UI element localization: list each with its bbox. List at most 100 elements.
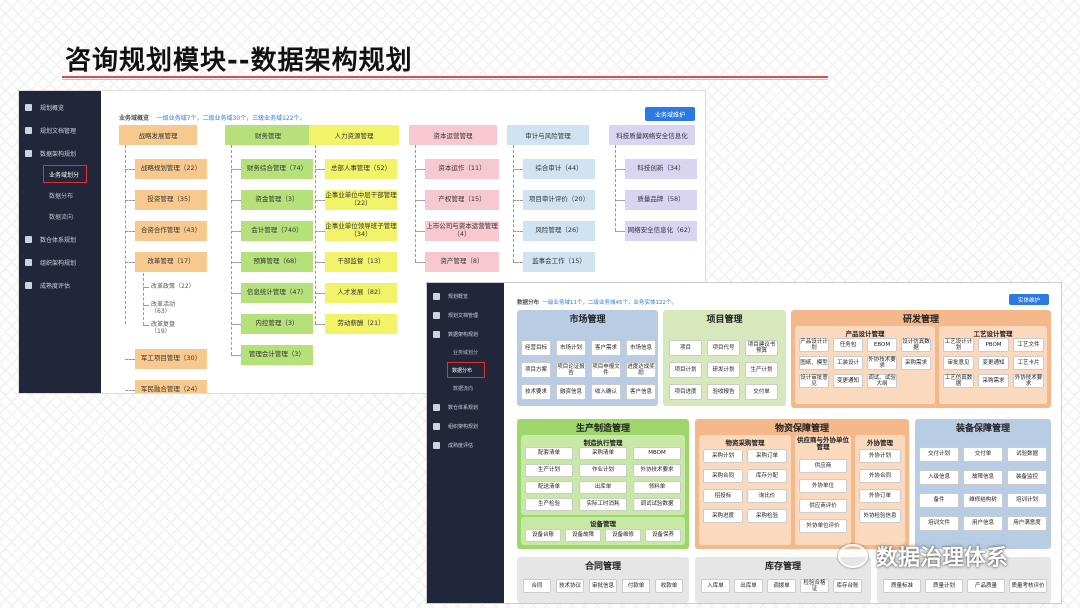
domain-node[interactable]: 质量品牌（58） [625,190,697,210]
domain-node[interactable]: 信息统计管理（47） [241,283,313,303]
domain-node[interactable]: 劳动薪酬（21） [325,314,397,334]
entity-cell[interactable]: 出库单 [579,481,627,494]
entity-cell[interactable]: 检验合格证 [800,579,829,593]
entity-cell[interactable]: 合同 [523,579,551,593]
sidebar-item[interactable]: 成熟度评估 [19,276,101,294]
entity-cell[interactable]: 质量考核评价 [1009,579,1047,593]
sidebar-item[interactable]: 数据架构规划 [427,326,504,342]
entity-cell[interactable]: 项目代号 [707,340,740,356]
entity-cell[interactable]: 设计审批意见 [799,374,829,388]
entity-cell[interactable]: 质量标准 [883,579,921,593]
domain-node[interactable]: 军工项目管理（30） [135,349,207,369]
entity-cell[interactable]: 设备保养 [645,529,681,542]
domain-node[interactable]: 总部人事管理（52） [325,159,397,179]
sidebar-item[interactable]: 业务域划分 [453,349,479,356]
entity-cell[interactable]: 采购清单 [579,447,627,460]
entity-cell[interactable]: 设计仿真数据 [901,338,931,352]
sidebar-item[interactable]: 规划文档管理 [19,121,101,139]
domain-maintain-button[interactable]: 业务域维护 [645,107,695,121]
entity-cell[interactable]: 项目论证报告 [556,362,586,378]
domain-node[interactable]: 军民融合管理（24） [135,380,207,393]
entity-cell[interactable]: 培训计划 [1007,493,1047,508]
entity-cell[interactable]: 产品质量 [967,579,1005,593]
domain-header[interactable]: 审计与风险管理 [507,125,589,145]
entity-cell[interactable]: 招投标 [703,489,743,503]
entity-cell[interactable]: 工装设计 [833,356,863,370]
entity-cell[interactable]: 工艺卡片 [1013,356,1044,370]
entity-cell[interactable]: 采购进度 [703,509,743,523]
domain-node[interactable]: 内控管理（3） [241,314,313,334]
entity-cell[interactable]: 采购订单 [747,449,787,463]
sidebar-item[interactable]: 规划概览 [427,288,504,304]
domain-node[interactable]: 企事业单位领导班子管理（34） [325,221,397,241]
domain-leaf[interactable]: 改革活动 （63） [151,301,176,316]
entity-cell[interactable]: 交付单 [963,447,1003,462]
domain-header[interactable]: 资本运营管理 [409,125,497,145]
domain-node[interactable]: 上市公司与资本运营管理（4） [425,221,499,241]
entity-cell[interactable]: 市场信息 [626,340,656,356]
sidebar-item[interactable]: 数据流向 [453,385,474,392]
entity-cell[interactable]: 质量计划 [925,579,963,593]
domain-node[interactable]: 投资管理（35） [135,190,207,210]
entity-cell[interactable]: 外协合同 [859,469,901,483]
entity-cell[interactable]: 审批信息 [589,579,617,593]
entity-cell[interactable]: 故障信息 [963,470,1003,485]
domain-header[interactable]: 战略发展管理 [119,125,197,145]
domain-node[interactable]: 资产管理（8） [425,252,499,272]
entity-cell[interactable]: 验收报告 [707,384,740,400]
entity-cell[interactable]: 客户信息 [626,384,656,400]
domain-node[interactable]: 资本运作（11） [425,159,499,179]
entity-cell[interactable]: 试验数据 [1007,447,1047,462]
domain-node[interactable]: 财务综合管理（74） [241,159,313,179]
sidebar-item[interactable]: 数据分布 [447,362,485,378]
entity-cell[interactable]: 外协单位评价 [799,519,847,533]
entity-cell[interactable]: 生产计划 [525,464,573,477]
entity-cell[interactable]: 调试、试验大纲 [867,374,897,388]
entity-cell[interactable]: 设备维修 [605,529,641,542]
entity-cell[interactable]: 项目计划 [669,362,702,378]
entity-cell[interactable]: 收入确认 [591,384,621,400]
domain-leaf[interactable]: 改革政策（22） [151,283,195,290]
domain-node[interactable]: 网络安全信息化（62） [625,221,697,241]
domain-header[interactable]: 财务管理 [225,125,311,145]
sidebar-item[interactable]: 规划文档管理 [427,307,504,323]
entity-cell[interactable]: 配套清单 [525,447,573,460]
entity-cell[interactable]: 设备台账 [525,529,561,542]
domain-leaf[interactable]: 改革复盘 （19） [151,321,176,336]
entity-cell[interactable]: 审批意见 [943,356,974,370]
entity-cell[interactable]: 维修结构树 [963,493,1003,508]
domain-node[interactable]: 科技创新（34） [625,159,697,179]
domain-node[interactable]: 项目审计评价（20） [523,190,595,210]
entity-cell[interactable]: 项目方案 [521,362,551,378]
entity-cell[interactable]: 入级信息 [919,470,959,485]
entity-cell[interactable]: 变更通知 [833,374,863,388]
entity-cell[interactable]: 交付计划 [919,447,959,462]
entity-cell[interactable]: 进度达成奖励 [626,362,656,378]
domain-node[interactable]: 合资合作管理（43） [135,221,207,241]
domain-node[interactable]: 企事业单位中层干部管理（22） [325,190,397,210]
entity-cell[interactable]: 交付单 [745,384,778,400]
domain-node[interactable]: 会计管理（740） [241,221,313,241]
entity-cell[interactable]: 采购检验 [747,509,787,523]
domain-node[interactable]: 人才发展（82） [325,283,397,303]
entity-cell[interactable]: 经营目标 [521,340,551,356]
sidebar-item[interactable]: 数据分布 [49,192,74,200]
entity-cell[interactable]: 图纸、模型 [799,356,829,370]
domain-node[interactable]: 管理会计管理（3） [241,345,313,365]
entity-cell[interactable]: 研发计划 [707,362,740,378]
entity-cell[interactable]: 外协单位 [799,479,847,493]
entity-cell[interactable]: 项目进度 [669,384,702,400]
entity-cell[interactable]: 项目申报文件 [591,362,621,378]
entity-cell[interactable]: 领料单 [633,481,681,494]
domain-node[interactable]: 干部监督（13） [325,252,397,272]
entity-cell[interactable]: 变更通知 [978,356,1009,370]
entity-cell[interactable]: 生产检验 [525,498,573,511]
entity-cell[interactable]: 产品设计计划 [799,338,829,352]
entity-maintain-button[interactable]: 实体维护 [1009,294,1049,305]
entity-cell[interactable]: 库存分配 [747,469,787,483]
entity-cell[interactable]: 实际工时消耗 [579,498,627,511]
entity-cell[interactable]: 调试试验数据 [633,498,681,511]
entity-cell[interactable]: 备件 [919,493,959,508]
domain-header[interactable]: 科技质量网络安全信息化 [609,125,695,145]
entity-cell[interactable]: 采购计划 [703,449,743,463]
